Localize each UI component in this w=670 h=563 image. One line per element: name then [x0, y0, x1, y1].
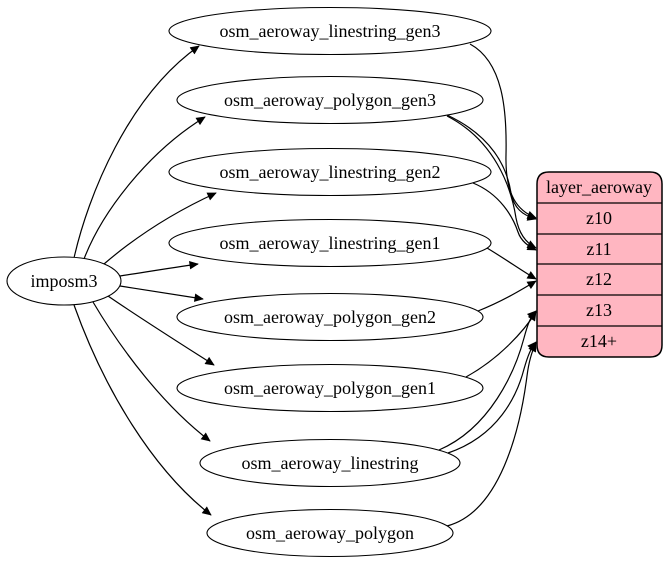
edge-polygon-gen3-to-z10: [446, 114, 537, 221]
table-label: osm_aeroway_linestring: [242, 453, 419, 473]
node-osm-aeroway-linestring-gen1: osm_aeroway_linestring_gen1: [168, 218, 492, 268]
edge-imposm3-to-linestring-gen1: [119, 260, 199, 277]
node-osm-aeroway-polygon-gen3: osm_aeroway_polygon_gen3: [176, 75, 484, 125]
edge-imposm3-to-linestring-gen2: [103, 192, 217, 265]
table-ellipse: [199, 438, 461, 488]
imposm3-ellipse: [6, 256, 122, 306]
node-imposm3: imposm3: [6, 256, 122, 306]
node-osm-aeroway-linestring-gen3: osm_aeroway_linestring_gen3: [168, 6, 492, 56]
layer-title: layer_aeroway: [546, 177, 652, 197]
node-layer-aeroway: layer_aeroway z10 z11 z12 z13 z14+: [536, 171, 663, 358]
table-label: osm_aeroway_polygon_gen3: [224, 90, 436, 110]
table-label: osm_aeroway_linestring_gen1: [220, 233, 441, 253]
edges-to-layer: [438, 43, 537, 527]
edge-imposm3-to-linestring: [92, 301, 211, 442]
edge-polygon-gen3-to-z11: [446, 115, 537, 249]
table-label: osm_aeroway_linestring_gen3: [220, 21, 441, 41]
edge-linestring-to-z13: [438, 310, 537, 451]
edges-from-source: [73, 45, 217, 516]
layer-row-z10: z10: [586, 208, 612, 228]
table-ellipse: [176, 292, 484, 342]
table-label: osm_aeroway_polygon_gen1: [224, 378, 436, 398]
edge-linestring-gen3-to-z10: [469, 43, 537, 219]
edge-imposm3-to-polygon: [73, 304, 212, 516]
edge-imposm3-to-linestring-gen3: [73, 45, 200, 259]
layer-row-z13: z13: [586, 300, 612, 320]
layer-row-z12: z12: [586, 269, 612, 289]
edge-imposm3-to-polygon-gen3: [83, 116, 206, 260]
node-osm-aeroway-polygon-gen1: osm_aeroway_polygon_gen1: [176, 363, 484, 413]
table-ellipse: [176, 363, 484, 413]
table-label: osm_aeroway_polygon_gen2: [224, 307, 436, 327]
node-osm-aeroway-linestring: osm_aeroway_linestring: [199, 438, 461, 488]
edge-linestring-gen2-to-z11: [472, 182, 537, 251]
table-ellipse: [176, 75, 484, 125]
edge-imposm3-to-polygon-gen1: [107, 295, 215, 366]
table-label: osm_aeroway_polygon: [246, 523, 414, 543]
imposm3-label: imposm3: [30, 271, 97, 291]
table-ellipse: [168, 147, 492, 197]
table-label: osm_aeroway_linestring_gen2: [220, 162, 441, 182]
edge-imposm3-to-polygon-gen2: [119, 285, 204, 302]
edge-polygon-to-z14: [446, 342, 537, 527]
layer-row-z11: z11: [586, 239, 611, 259]
layer-row-z14: z14+: [581, 331, 617, 351]
table-ellipse: [168, 6, 492, 56]
node-osm-aeroway-linestring-gen2: osm_aeroway_linestring_gen2: [168, 147, 492, 197]
table-ellipse: [206, 508, 454, 558]
node-osm-aeroway-polygon-gen2: osm_aeroway_polygon_gen2: [176, 292, 484, 342]
node-osm-aeroway-polygon: osm_aeroway_polygon: [206, 508, 454, 558]
edge-linestring-gen1-to-z12: [486, 247, 537, 280]
table-ellipse: [168, 218, 492, 268]
edge-polygon-gen2-to-z12: [477, 280, 537, 312]
